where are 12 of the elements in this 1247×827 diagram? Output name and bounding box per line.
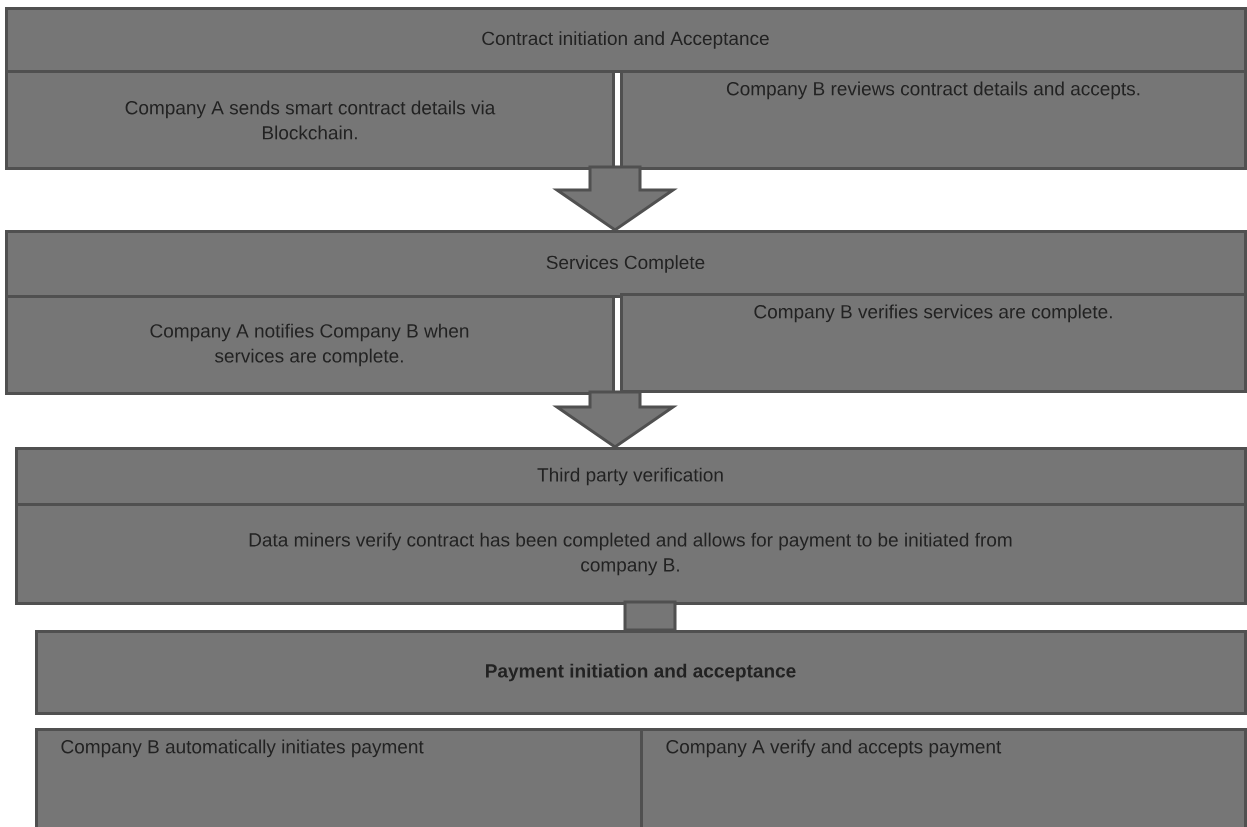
block-arrow	[552, 390, 678, 449]
step-box: Company A verify and accepts payment	[640, 728, 1247, 827]
heading-box: Contract initiation and Acceptance	[5, 7, 1247, 73]
step-box: Company A sends smart contract details via Blockchain.	[5, 70, 615, 170]
block-arrow	[552, 165, 678, 232]
step-box: Company B automatically initiates payment	[35, 728, 643, 827]
step-box: Company A notifies Company B when services are complete.	[5, 295, 615, 395]
step-box: Company B reviews contract details and accepts.	[620, 70, 1247, 170]
heading-box: Third party verification	[15, 447, 1247, 506]
step-box: Company B verifies services are complete.	[620, 293, 1247, 393]
block-arrow	[623, 600, 677, 632]
heading-box: Services Complete	[5, 230, 1247, 298]
